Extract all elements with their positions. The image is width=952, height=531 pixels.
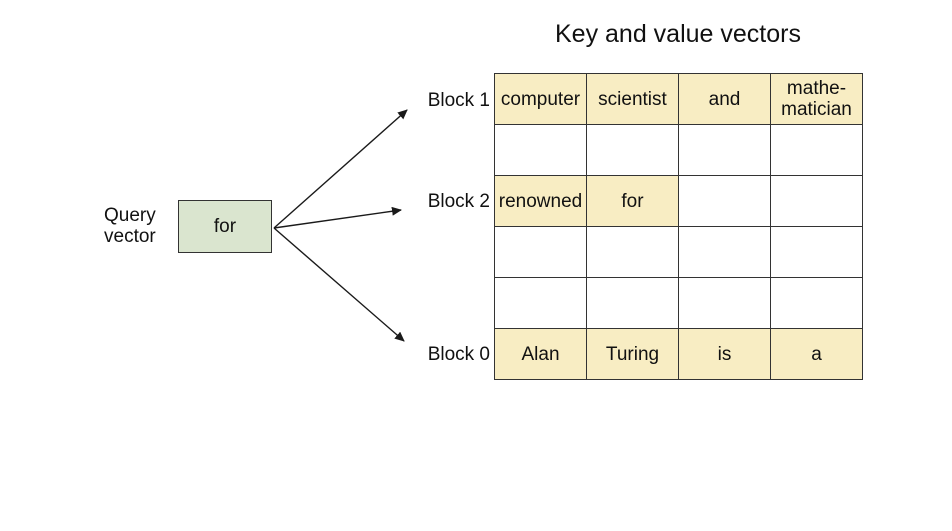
table-cell: renowned (494, 175, 587, 227)
query-token: for (213, 215, 237, 237)
table-cell (678, 277, 771, 329)
table-cell (770, 124, 863, 176)
table-cell: for (586, 175, 679, 227)
query-vector-label: Query vector (104, 205, 156, 247)
table-cell (770, 226, 863, 278)
table-cell (770, 277, 863, 329)
query-vector-box: for (178, 200, 272, 253)
key-value-table: computer scientist and mathe- matician r… (494, 73, 863, 380)
arrow-to-block-2-icon (273, 206, 402, 229)
table-cell: a (770, 328, 863, 380)
table-row-block-0: Alan Turing is a (494, 328, 863, 380)
arrow-to-block-1-icon (273, 109, 408, 229)
table-row-empty (494, 124, 863, 176)
table-cell: Turing (586, 328, 679, 380)
table-cell: and (678, 73, 771, 125)
table-cell (586, 124, 679, 176)
table-cell (494, 277, 587, 329)
table-row-empty (494, 277, 863, 329)
table-cell: scientist (586, 73, 679, 125)
table-cell (678, 226, 771, 278)
table-row-block-1: computer scientist and mathe- matician (494, 73, 863, 125)
table-cell (770, 175, 863, 227)
table-cell (586, 226, 679, 278)
block-2-label: Block 2 (427, 191, 490, 212)
block-0-label: Block 0 (427, 344, 490, 365)
block-1-label: Block 1 (427, 90, 490, 111)
table-row-block-2: renowned for (494, 175, 863, 227)
arrow-to-block-0-icon (273, 227, 405, 342)
table-cell (494, 124, 587, 176)
table-cell: mathe- matician (770, 73, 863, 125)
table-cell (586, 277, 679, 329)
table-cell: computer (494, 73, 587, 125)
table-cell (678, 124, 771, 176)
table-cell: Alan (494, 328, 587, 380)
table-cell: is (678, 328, 771, 380)
table-cell (678, 175, 771, 227)
diagram-title: Key and value vectors (555, 20, 801, 48)
table-row-empty (494, 226, 863, 278)
table-cell (494, 226, 587, 278)
